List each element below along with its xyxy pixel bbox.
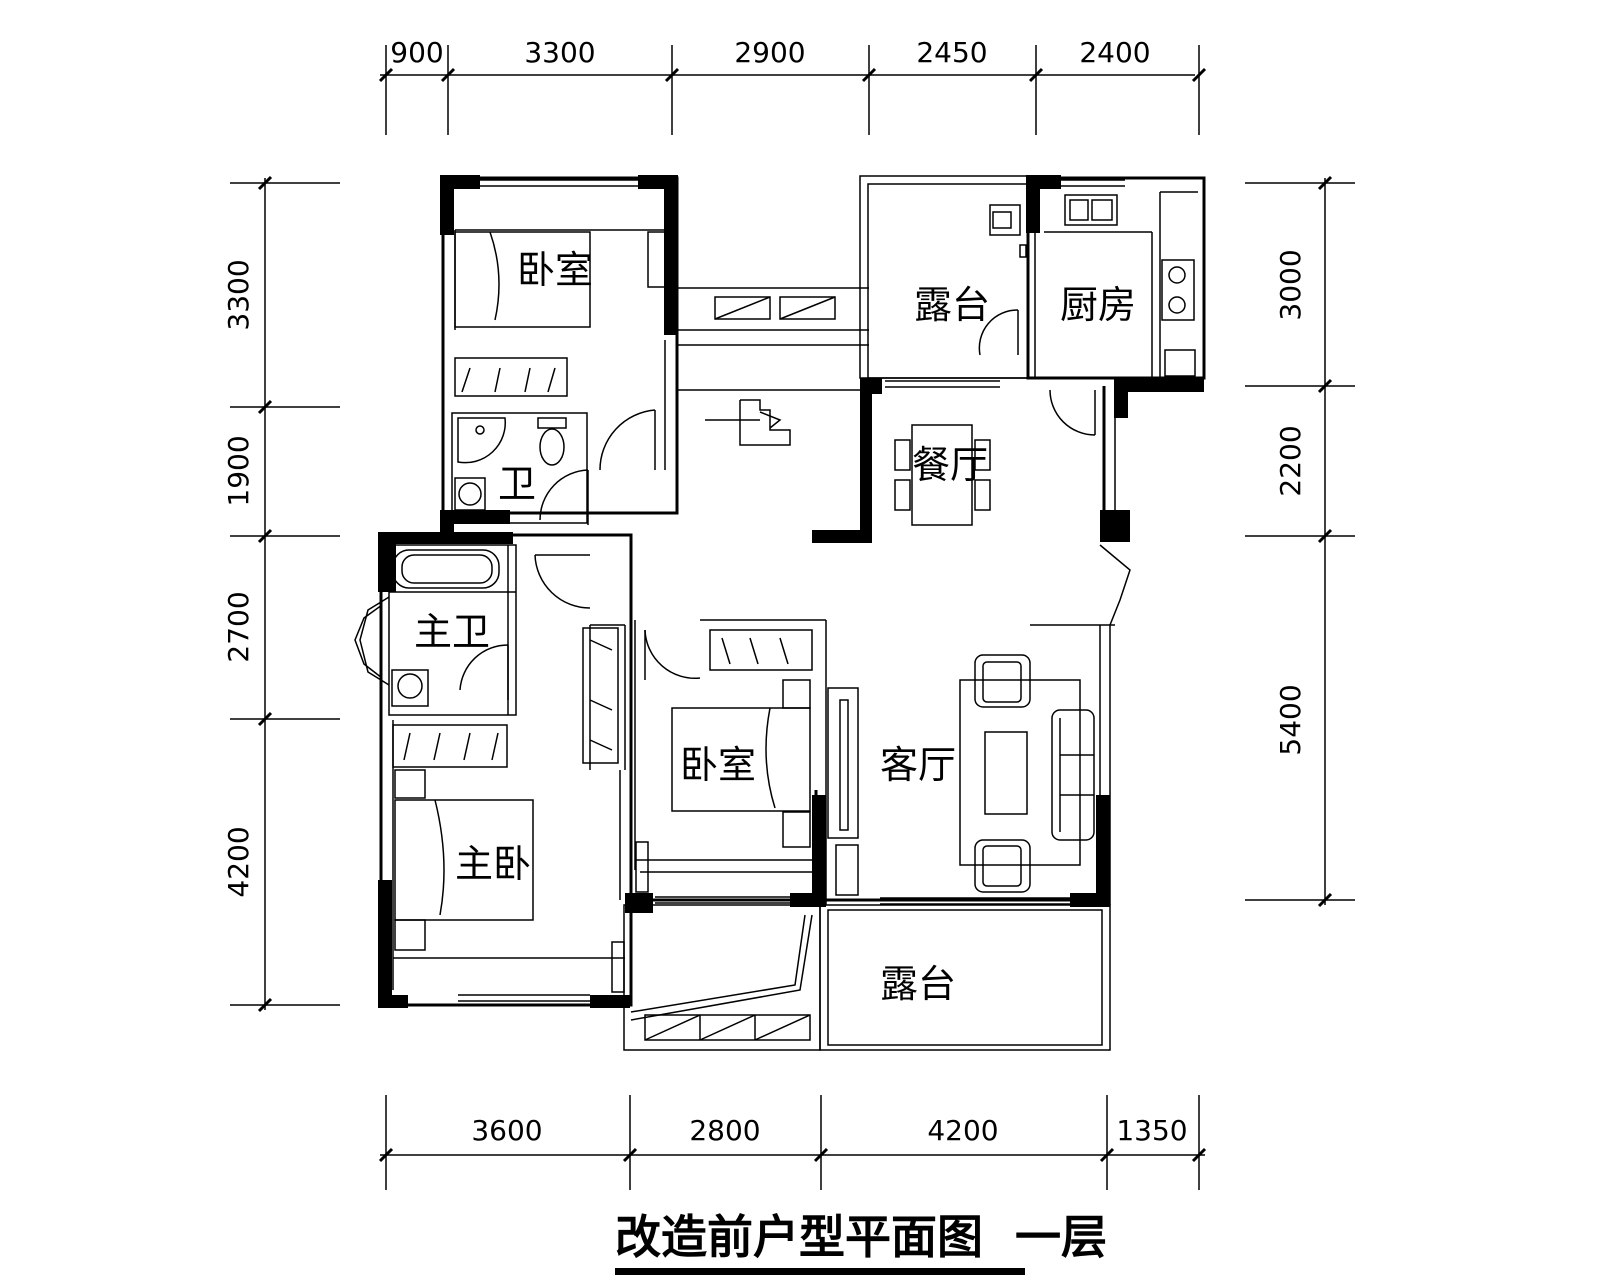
dim-right-3: 5400 — [1274, 684, 1307, 755]
room-label-bath-small: 卫 — [498, 462, 536, 506]
bottom-dimension-line — [378, 1095, 1207, 1190]
dim-top-3: 2900 — [734, 36, 805, 69]
plan-title: 改造前户型平面图 一层 — [615, 1210, 1107, 1264]
top-dimension-line — [378, 45, 1207, 135]
dim-right-1: 3000 — [1274, 249, 1307, 320]
room-label-master-bath: 主卫 — [414, 610, 490, 654]
dim-left-3: 2700 — [222, 591, 255, 662]
dim-left-1: 3300 — [222, 259, 255, 330]
dim-bottom-4: 1350 — [1116, 1114, 1187, 1147]
right-dimension-line — [1245, 175, 1355, 908]
furniture — [391, 194, 1196, 1041]
room-label-bedroom-mid: 卧室 — [680, 743, 756, 787]
room-label-bedroom-top: 卧室 — [517, 248, 593, 292]
dim-top-1: 900 — [390, 36, 443, 69]
dim-bottom-1: 3600 — [471, 1114, 542, 1147]
room-label-terrace-top: 露台 — [914, 283, 990, 327]
dim-bottom-3: 4200 — [927, 1114, 998, 1147]
dim-top-2: 3300 — [524, 36, 595, 69]
dim-top-5: 2400 — [1079, 36, 1150, 69]
title-underline — [615, 1268, 1025, 1275]
room-label-living: 客厅 — [880, 743, 956, 787]
doors — [459, 309, 1131, 700]
dim-top-4: 2450 — [916, 36, 987, 69]
room-label-master-bedroom: 主卧 — [455, 842, 531, 886]
windows — [458, 179, 1125, 1002]
stair — [705, 399, 791, 446]
dim-left-4: 4200 — [222, 826, 255, 897]
dim-right-2: 2200 — [1274, 425, 1307, 496]
dim-left-2: 1900 — [222, 435, 255, 506]
dim-bottom-2: 2800 — [689, 1114, 760, 1147]
room-label-terrace-bottom: 露台 — [880, 962, 956, 1006]
wall-blocks — [378, 175, 1204, 1008]
room-label-kitchen: 厨房 — [1060, 283, 1136, 327]
left-dimension-line — [230, 175, 340, 1013]
room-label-dining: 餐厅 — [912, 443, 988, 487]
